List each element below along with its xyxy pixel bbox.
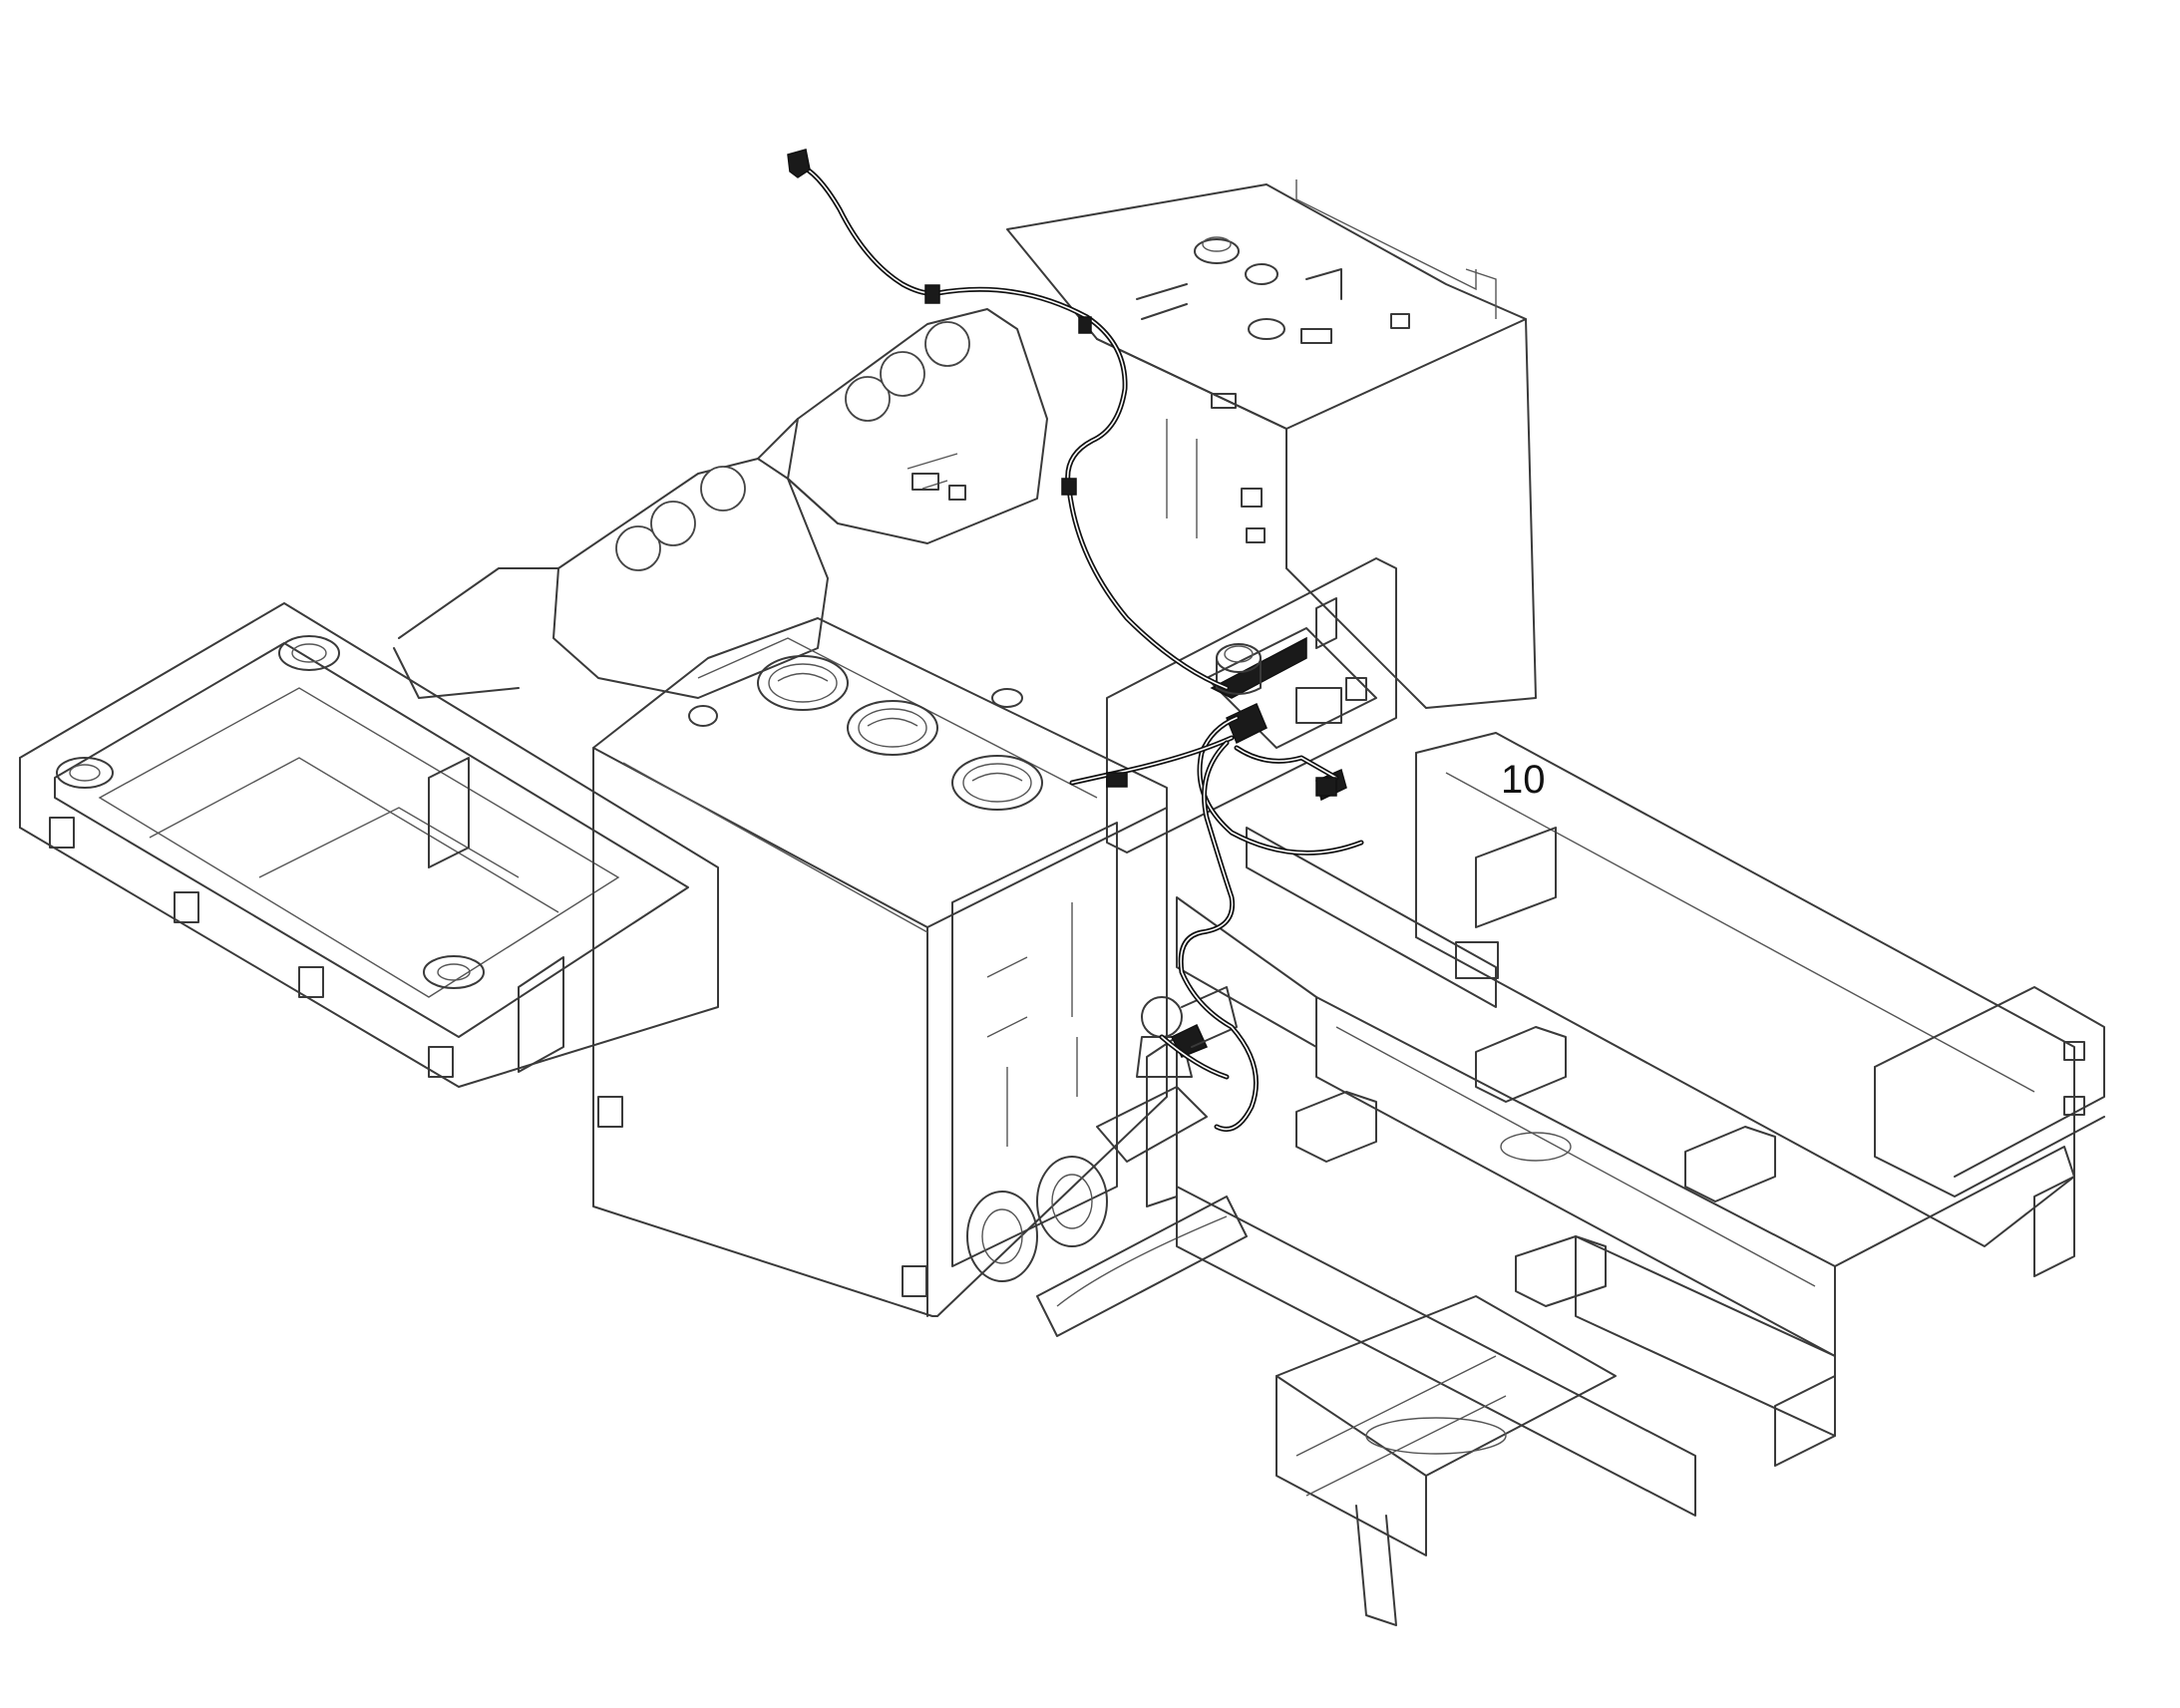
rear-block bbox=[1006, 179, 1537, 709]
lower-frame bbox=[1176, 732, 2105, 1626]
left-frame bbox=[19, 602, 719, 1088]
main-tank bbox=[592, 617, 1168, 1317]
valve-assembly bbox=[966, 1036, 1248, 1337]
boom-mount-plates bbox=[393, 308, 1048, 699]
wiring-harness bbox=[787, 149, 1364, 1132]
component-bracket bbox=[1106, 557, 1397, 854]
accumulator bbox=[1136, 986, 1238, 1078]
callout-10: 10 bbox=[1501, 758, 1546, 802]
